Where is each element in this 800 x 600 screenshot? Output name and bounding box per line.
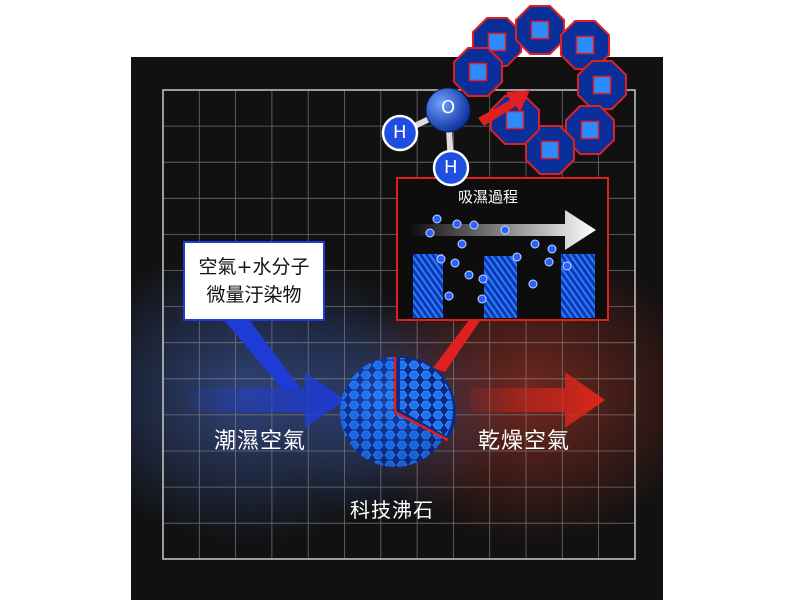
water-transfer-arrow	[478, 90, 530, 126]
process-pointer	[433, 316, 482, 372]
hydrogen-left-label: H	[393, 122, 408, 143]
dry-air-arrow	[470, 372, 605, 428]
humid-air-arrow	[190, 372, 345, 428]
zeolite-framework	[453, 5, 627, 175]
adsorption-process-box	[396, 177, 609, 321]
water-molecule	[381, 87, 471, 187]
dry-air-label: 乾燥空氣	[478, 429, 571, 454]
callout-line-2: 微量汙染物	[206, 284, 302, 306]
air-composition-callout: 空氣+水分子 微量汙染物	[183, 241, 325, 321]
hydrogen-right-label: H	[444, 157, 459, 178]
callout-pointer	[222, 318, 300, 390]
zeolite-sphere	[340, 356, 456, 467]
zeolite-label: 科技沸石	[350, 498, 434, 522]
oxygen-label: O	[441, 97, 457, 118]
callout-line-1: 空氣+水分子	[198, 256, 310, 278]
adsorption-process-title: 吸濕過程	[458, 188, 519, 206]
humid-air-label: 潮濕空氣	[214, 429, 307, 454]
